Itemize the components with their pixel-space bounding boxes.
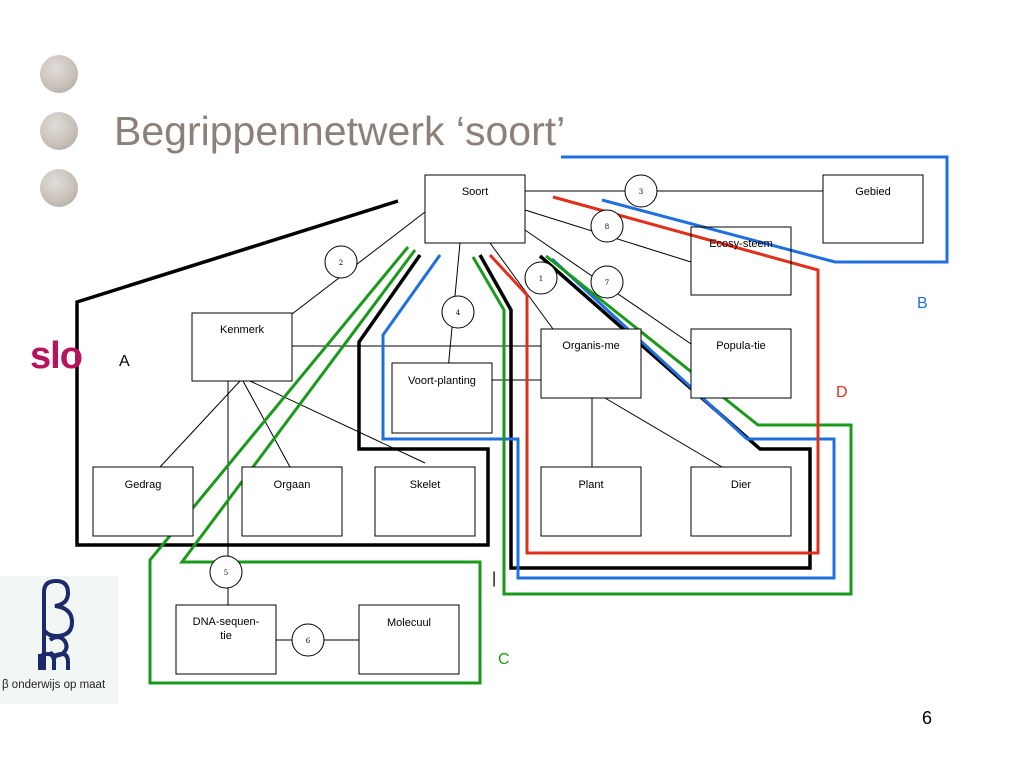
bullet-dot-1	[40, 55, 78, 93]
node-dna	[175, 604, 277, 675]
link-number-circles	[209, 174, 658, 657]
beta-monogram-icon	[38, 578, 75, 670]
label-skelet: Skelet	[410, 479, 441, 491]
label-plant: Plant	[578, 479, 603, 491]
beta-onderwijs-logo: β onderwijs op maat	[0, 576, 118, 704]
label-organisme: Organis-me	[562, 340, 619, 352]
group-a-inner-black	[478, 254, 812, 570]
node-molecuul	[358, 604, 460, 675]
group-label-a: A	[119, 353, 130, 370]
node-kenmerk	[191, 312, 293, 382]
node-populatie	[690, 328, 792, 399]
node-gedrag	[92, 466, 194, 537]
slide-title: Begrippennetwerk ‘soort’	[114, 108, 566, 154]
label-molecuul: Molecuul	[387, 617, 431, 629]
label-soort: Soort	[462, 186, 488, 198]
link-number-labels: 1 2 3 4 5 6 7 8	[224, 188, 643, 645]
link-circle-5	[209, 555, 243, 589]
link-number-1: 1	[539, 275, 543, 283]
label-dier: Dier	[731, 479, 752, 491]
node-orgaan	[241, 466, 343, 537]
label-dna-line2: tie	[220, 630, 232, 642]
bullet-dot-3	[40, 169, 78, 207]
group-label-d: D	[836, 384, 848, 401]
link-circle-8	[590, 209, 624, 243]
node-skelet	[374, 466, 476, 537]
link-number-6: 6	[306, 637, 311, 645]
group-b-outline	[381, 155, 949, 580]
beta-logo-caption: β onderwijs op maat	[2, 679, 106, 691]
page-number: 6	[922, 708, 933, 728]
node-ecosysteem	[690, 226, 792, 296]
link-circle-1	[524, 261, 558, 295]
group-d-outline	[488, 195, 820, 555]
group-c-outline	[148, 246, 853, 685]
link-circle-7	[590, 265, 624, 299]
bullet-dot-2	[40, 112, 78, 150]
link-number-7: 7	[605, 279, 609, 287]
node-soort	[424, 174, 526, 244]
label-orgaan: Orgaan	[274, 479, 311, 491]
link-number-8: 8	[605, 223, 609, 231]
link-number-4: 4	[456, 309, 461, 317]
stray-mark: |	[492, 570, 496, 587]
group-label-c: C	[498, 651, 510, 668]
label-ecosysteem: Ecosy-steem	[709, 238, 773, 250]
label-populatie: Popula-tie	[716, 340, 766, 352]
link-number-5: 5	[224, 569, 228, 577]
label-kenmerk: Kenmerk	[220, 324, 265, 336]
node-gebied	[822, 174, 924, 244]
node-dier	[690, 466, 792, 537]
label-dna-line1: DNA-sequen-	[193, 616, 260, 628]
link-circle-6	[291, 623, 325, 657]
link-circle-2	[324, 245, 358, 279]
label-gebied: Gebied	[855, 186, 890, 198]
group-label-b: B	[917, 295, 928, 312]
node-plant	[540, 466, 642, 537]
label-voortplanting: Voort-planting	[408, 375, 476, 387]
node-organisme	[540, 328, 642, 399]
link-circle-3	[624, 174, 658, 208]
link-circle-4	[441, 295, 475, 329]
node-labels: Soort Gebied Ecosy-steem Kenmerk Voort-p…	[125, 186, 891, 642]
link-number-2: 2	[339, 259, 343, 267]
label-gedrag: Gedrag	[125, 479, 162, 491]
slo-logo: slo	[30, 335, 83, 377]
node-voortplanting	[391, 362, 493, 434]
link-number-3: 3	[639, 188, 643, 196]
node-boxes	[92, 174, 924, 675]
group-a-outline	[75, 199, 490, 547]
